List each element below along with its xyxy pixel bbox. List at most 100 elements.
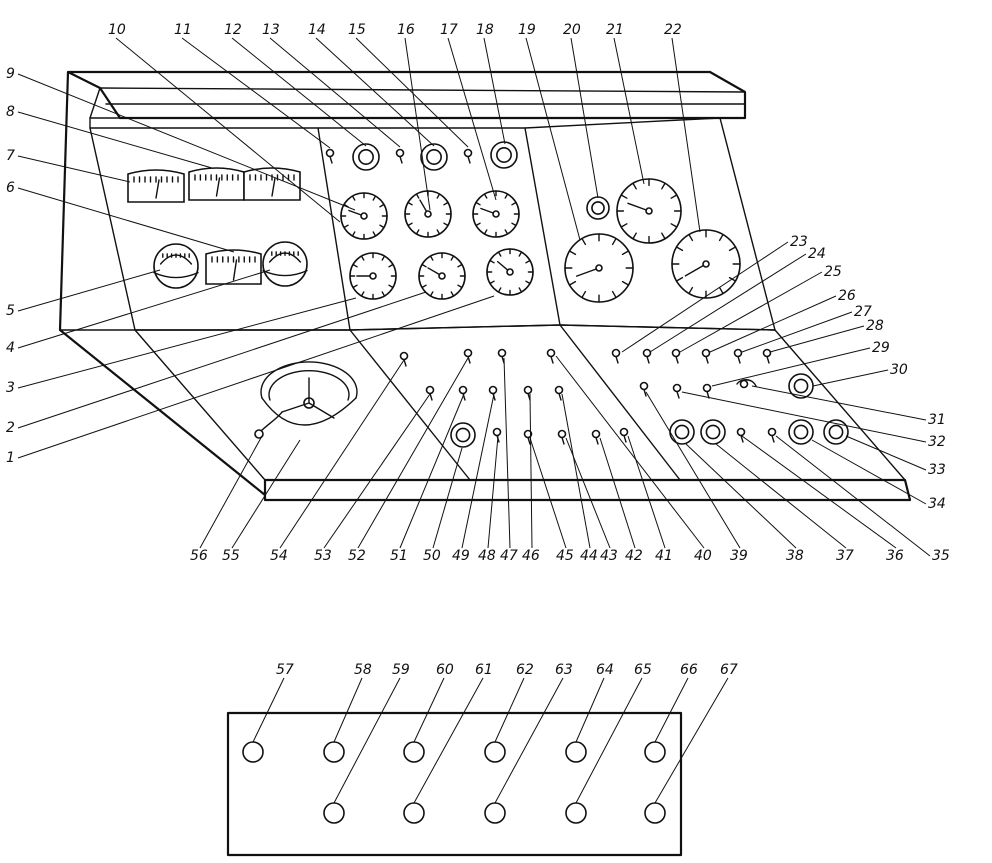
leader-line-n60 bbox=[413, 677, 445, 743]
toggle-26[interactable] bbox=[701, 348, 711, 364]
callout-58: 58 bbox=[354, 662, 372, 678]
toggle-53b[interactable] bbox=[425, 385, 435, 401]
knob-35[interactable] bbox=[788, 419, 814, 445]
panel-lamp-63[interactable] bbox=[323, 802, 345, 824]
knob-37[interactable] bbox=[700, 419, 726, 445]
panel-lamp-59[interactable] bbox=[403, 741, 425, 763]
callout-31: 31 bbox=[928, 412, 946, 428]
leader-line-n55 bbox=[231, 439, 301, 549]
callout-26: 26 bbox=[838, 288, 856, 304]
leader-line-n27 bbox=[741, 311, 853, 353]
knob-17[interactable] bbox=[490, 141, 518, 169]
callout-44: 44 bbox=[580, 548, 598, 564]
toggle-27[interactable] bbox=[733, 348, 743, 364]
toggle-44[interactable] bbox=[554, 385, 564, 401]
toggle-37[interactable] bbox=[736, 427, 746, 443]
callout-22: 22 bbox=[664, 22, 682, 38]
leader-line-n16 bbox=[404, 37, 431, 211]
leader-line-n65 bbox=[575, 677, 643, 804]
knob-34[interactable] bbox=[823, 419, 849, 445]
callout-17: 17 bbox=[440, 22, 458, 38]
indicator-31 bbox=[736, 379, 757, 387]
leader-line-n14 bbox=[315, 37, 435, 147]
toggle-23[interactable] bbox=[611, 348, 621, 364]
toggle-51[interactable] bbox=[458, 385, 468, 401]
leader-line-n5 bbox=[17, 269, 161, 312]
leader-line-n49 bbox=[461, 393, 495, 549]
callout-40: 40 bbox=[694, 548, 712, 564]
leader-line-n8 bbox=[17, 111, 213, 169]
leader-line-n40 bbox=[555, 355, 705, 549]
leader-line-n13 bbox=[269, 37, 401, 148]
leader-line-n22 bbox=[671, 37, 701, 233]
leader-line-n44 bbox=[561, 393, 591, 549]
callout-53: 53 bbox=[314, 548, 332, 564]
callout-50: 50 bbox=[423, 548, 441, 564]
toggle-40[interactable] bbox=[619, 427, 629, 443]
callout-1: 1 bbox=[6, 450, 15, 466]
leader-line-n64 bbox=[575, 677, 605, 743]
toggle-16[interactable] bbox=[463, 148, 473, 164]
panel-lamp-60[interactable] bbox=[484, 741, 506, 763]
leader-line-n54 bbox=[279, 359, 405, 549]
knob-50[interactable] bbox=[450, 422, 476, 448]
gauge-lower-right bbox=[486, 248, 534, 296]
toggle-32[interactable] bbox=[672, 383, 682, 399]
leader-line-n32 bbox=[681, 391, 927, 443]
panel-lamp-61[interactable] bbox=[565, 741, 587, 763]
leader-line-n52 bbox=[357, 357, 469, 549]
callout-14: 14 bbox=[308, 22, 326, 38]
panel-lamp-65[interactable] bbox=[484, 802, 506, 824]
toggle-25[interactable] bbox=[671, 348, 681, 364]
panel-lamp-67[interactable] bbox=[644, 802, 666, 824]
callout-48: 48 bbox=[478, 548, 496, 564]
knob-38[interactable] bbox=[669, 419, 695, 445]
knob-20[interactable] bbox=[586, 196, 610, 220]
toggle-24[interactable] bbox=[642, 348, 652, 364]
toggle-11[interactable] bbox=[325, 148, 335, 164]
leader-line-n48 bbox=[487, 435, 499, 549]
toggle-28[interactable] bbox=[762, 348, 772, 364]
leader-line-n56 bbox=[199, 435, 263, 549]
leader-line-n46 bbox=[529, 393, 533, 549]
gauge-large-right bbox=[671, 229, 741, 299]
toggle-53[interactable] bbox=[463, 348, 473, 364]
toggle-54[interactable] bbox=[399, 351, 409, 367]
callout-55: 55 bbox=[222, 548, 240, 564]
panel-lamp-64[interactable] bbox=[403, 802, 425, 824]
toggle-49[interactable] bbox=[488, 385, 498, 401]
callout-51: 51 bbox=[390, 548, 408, 564]
leader-line-n33 bbox=[845, 435, 927, 471]
toggle-43[interactable] bbox=[557, 429, 567, 445]
strip-meter-mid bbox=[188, 167, 245, 201]
callout-29: 29 bbox=[872, 340, 890, 356]
leader-line-n42 bbox=[599, 437, 636, 549]
panel-lamp-58[interactable] bbox=[323, 741, 345, 763]
lamp-31[interactable] bbox=[739, 379, 749, 389]
toggle-13[interactable] bbox=[395, 148, 405, 164]
instrument-shapes bbox=[127, 141, 849, 824]
auxiliary-panel bbox=[226, 711, 683, 857]
callout-10: 10 bbox=[108, 22, 126, 38]
knob-30[interactable] bbox=[788, 373, 814, 399]
panel-lamp-57[interactable] bbox=[242, 741, 264, 763]
leader-line-n7 bbox=[17, 155, 131, 183]
toggle-41[interactable] bbox=[546, 348, 556, 364]
panel-lamp-62[interactable] bbox=[644, 741, 666, 763]
toggle-36[interactable] bbox=[767, 427, 777, 443]
toggle-29[interactable] bbox=[702, 383, 712, 399]
callout-19: 19 bbox=[518, 22, 536, 38]
callout-62: 62 bbox=[516, 662, 534, 678]
panel-lamp-66[interactable] bbox=[565, 802, 587, 824]
callout-5: 5 bbox=[6, 303, 15, 319]
leader-line-n10 bbox=[115, 37, 341, 223]
toggle-48[interactable] bbox=[492, 427, 502, 443]
callout-46: 46 bbox=[522, 548, 540, 564]
leader-line-n1 bbox=[17, 295, 495, 459]
knob-12[interactable] bbox=[352, 143, 380, 171]
toggle-39[interactable] bbox=[639, 381, 649, 397]
knob-14[interactable] bbox=[420, 143, 448, 171]
toggle-45[interactable] bbox=[523, 429, 533, 445]
toggle-42[interactable] bbox=[591, 429, 601, 445]
